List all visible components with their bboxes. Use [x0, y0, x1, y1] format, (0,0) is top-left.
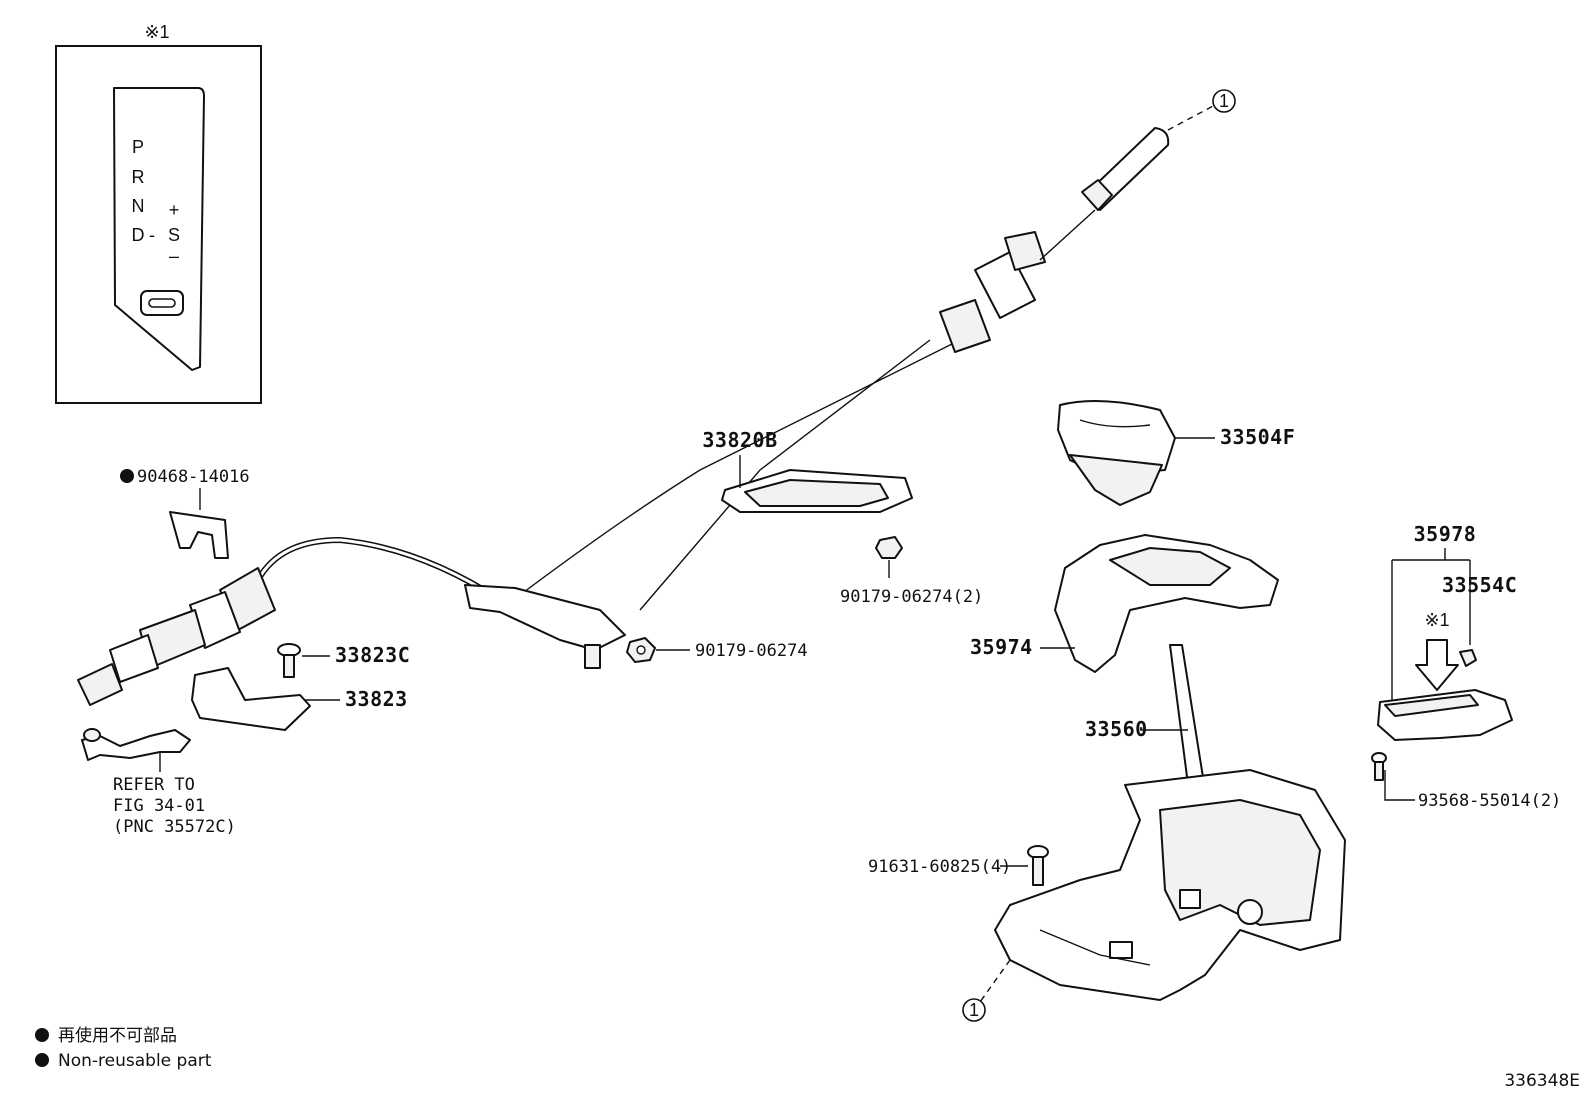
shift-cable — [77, 127, 1170, 706]
gate-letter-r: R — [132, 167, 145, 187]
label-33823c: 33823C — [335, 643, 410, 667]
inset-marker: ※1 — [144, 22, 169, 42]
label-35978: 35978 — [1414, 522, 1477, 546]
refer-line2: FIG 34-01 — [113, 796, 205, 816]
part-35978-group: 35978 33554C ※1 93568-55014(2) — [1371, 522, 1561, 811]
part-90179-06274: 90179-06274 — [626, 637, 808, 663]
non-reusable-marker-icon — [120, 469, 134, 483]
label-35974: 35974 — [970, 635, 1033, 659]
label-33560: 33560 — [1085, 717, 1148, 741]
label-93568-55014: 93568-55014(2) — [1418, 791, 1561, 811]
cable-end-eyelet — [77, 663, 123, 706]
label-33823: 33823 — [345, 687, 408, 711]
legend-bullet-en-icon — [35, 1053, 49, 1067]
refer-lever: REFER TO FIG 34-01 (PNC 35572C) — [81, 728, 236, 837]
shift-indicator-panel — [113, 87, 205, 371]
label-91631-60825: 91631-60825(4) — [868, 857, 1011, 877]
part-33823: 33823 — [191, 667, 408, 731]
gate-letter-d: D — [132, 225, 145, 245]
label-90179-06274: 90179-06274 — [695, 641, 808, 661]
legend-en: Non-reusable part — [58, 1051, 212, 1071]
legend: 再使用不可部品 Non-reusable part — [35, 1025, 212, 1071]
gate-s-label: S — [168, 225, 180, 245]
indicator-button-icon — [140, 290, 184, 316]
figure-number: 336348E — [1504, 1071, 1580, 1091]
part-33820b: 33820B — [702, 428, 913, 513]
inset-box: ※1 P R N D - + S – — [55, 22, 262, 404]
arrow-down-icon — [1415, 639, 1459, 691]
connector-1-label-bottom: 1 — [969, 1000, 979, 1020]
part-33504f: 33504F — [1057, 400, 1295, 506]
gate-minus-label: - — [149, 225, 155, 245]
gate-minus2-label: – — [169, 246, 179, 266]
cable-bracket — [464, 584, 626, 651]
gate-plus-label: + — [169, 200, 180, 220]
cable-grommet — [939, 299, 991, 353]
refer-line1: REFER TO — [113, 775, 195, 795]
part-90179-06274-2: 90179-06274(2) — [840, 536, 983, 607]
gate-letter-n: N — [132, 196, 145, 216]
connector-1-label-top: 1 — [1219, 91, 1229, 111]
part-91631-60825: 91631-60825(4) — [868, 845, 1049, 886]
gate-letter-p: P — [132, 137, 144, 157]
connector-1-top: 1 — [1167, 89, 1236, 131]
lock-clip — [169, 511, 229, 559]
part-90468-14016: 90468-14016 — [120, 467, 250, 559]
label-33554c: 33554C — [1442, 573, 1517, 597]
label-33820b: 33820B — [702, 428, 777, 452]
refer-line3: (PNC 35572C) — [113, 817, 236, 837]
legend-jp: 再使用不可部品 — [58, 1025, 177, 1046]
label-90468-14016: 90468-14016 — [137, 467, 250, 487]
part-33560: 33560 — [994, 644, 1346, 1001]
part-33823c: 33823C — [277, 643, 410, 678]
label-33504f: 33504F — [1220, 425, 1295, 449]
label-90179-06274-2: 90179-06274(2) — [840, 587, 983, 607]
cable-socket — [974, 251, 1036, 319]
ref-marker: ※1 — [1424, 610, 1449, 630]
connector-1-bottom: 1 — [962, 959, 1011, 1022]
legend-bullet-jp-icon — [35, 1028, 49, 1042]
part-35974: 35974 — [970, 534, 1279, 673]
